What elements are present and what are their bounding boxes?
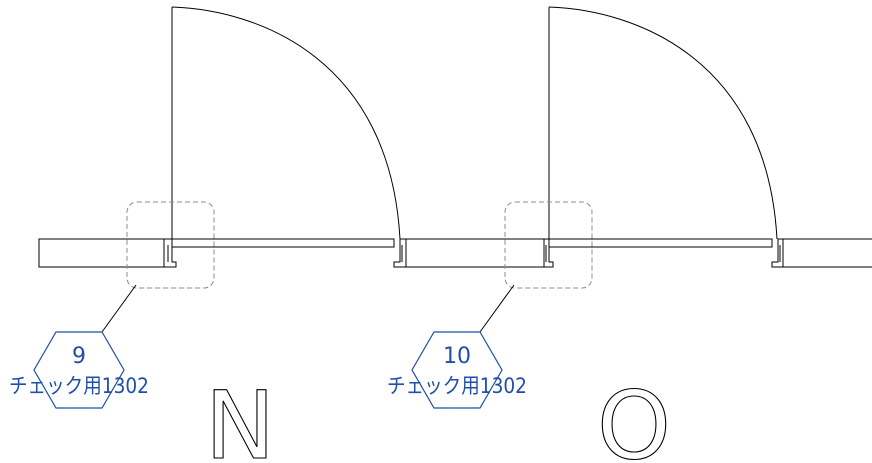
door-2-selection-box[interactable] xyxy=(504,201,593,289)
door-tag-hexagon xyxy=(411,331,503,409)
door-2[interactable] xyxy=(543,6,784,268)
gridline-label-o: O xyxy=(597,372,671,463)
door-1-frame xyxy=(171,238,395,248)
door-2-tag-leader xyxy=(479,284,515,333)
wall-segment-left[interactable] xyxy=(38,238,165,268)
door-1-right-jamb xyxy=(393,238,407,268)
door-2-swing-arc xyxy=(548,6,778,240)
door-tag-type-label: チェック用1302 xyxy=(387,374,527,398)
gridline-label-n: N xyxy=(205,372,275,463)
wall-segment-right[interactable] xyxy=(783,238,872,268)
door-tag-number: 10 xyxy=(443,344,471,369)
door-1[interactable] xyxy=(163,6,407,268)
wall-segment-middle[interactable] xyxy=(406,238,544,268)
door-tag-type-label: チェック用1302 xyxy=(9,374,149,398)
door-2-frame xyxy=(548,238,773,248)
door-1-left-jamb xyxy=(163,238,177,268)
door-1-tag-leader xyxy=(101,284,137,333)
door-2-right-jamb xyxy=(771,238,784,268)
door-tag-number: 9 xyxy=(72,344,86,369)
door-2-left-jamb xyxy=(543,238,554,268)
door-tag-9[interactable]: 9 チェック用1302 xyxy=(9,331,149,409)
door-1-selection-box[interactable] xyxy=(126,201,215,289)
door-tag-hexagon xyxy=(33,331,125,409)
door-tag-10[interactable]: 10 チェック用1302 xyxy=(387,331,527,409)
door-1-swing-arc xyxy=(171,6,401,240)
